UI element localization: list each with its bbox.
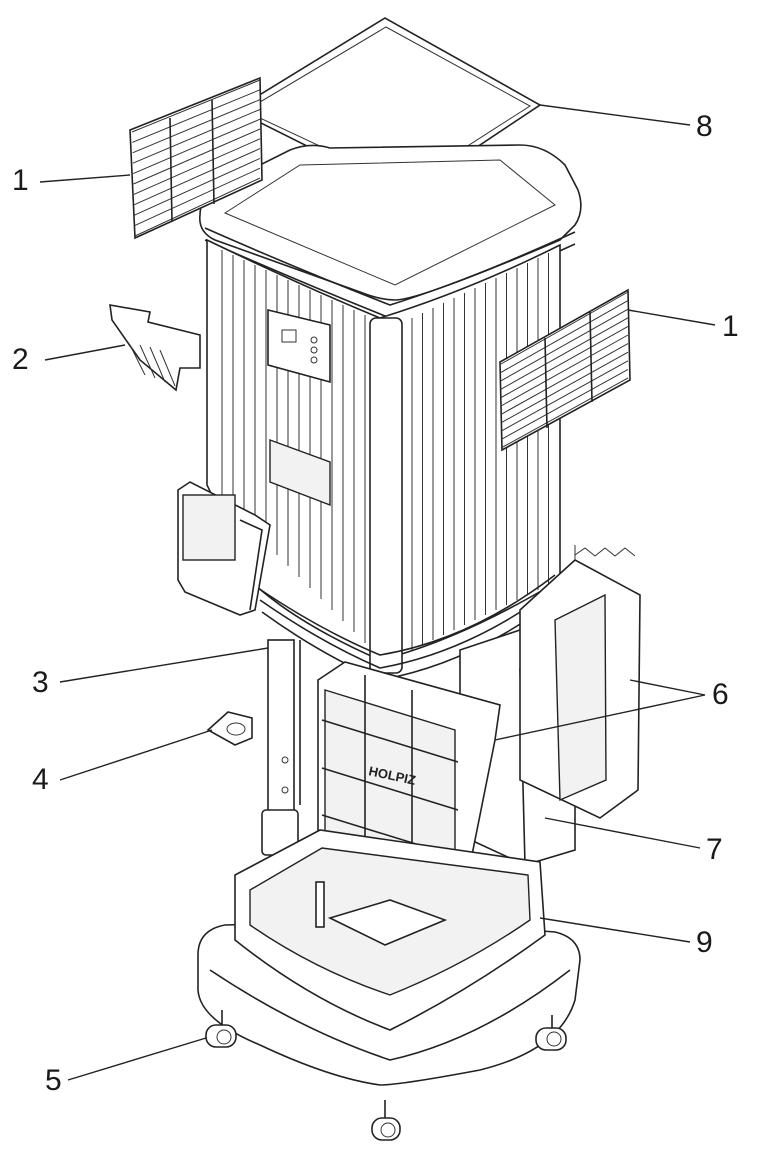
- part-louver-right: [499, 288, 631, 452]
- part-casters: [205, 1010, 567, 1141]
- callout-3: 3: [32, 666, 49, 699]
- callout-2: 2: [12, 343, 29, 376]
- caster-front: [371, 1100, 401, 1141]
- part-filter-frame-back: [519, 545, 641, 819]
- callout-4: 4: [32, 763, 49, 796]
- callout-9: 9: [696, 926, 713, 959]
- part-air-flap: [109, 304, 201, 392]
- callout-7: 7: [706, 833, 723, 866]
- callout-6: 6: [712, 678, 729, 711]
- callout-1-left: 1: [12, 164, 29, 197]
- caster-left: [205, 1010, 237, 1048]
- caster-right: [535, 1015, 567, 1051]
- callout-1-right: 1: [722, 310, 739, 343]
- part-pump-pipe: [261, 639, 301, 856]
- part-side-box: [177, 481, 271, 616]
- leader-lines: [39, 104, 716, 1081]
- callout-5: 5: [45, 1064, 62, 1097]
- part-clip: [206, 711, 253, 746]
- part-main-body: [206, 238, 561, 681]
- part-louver-left: [129, 76, 263, 240]
- part-base-tray: [197, 829, 581, 1086]
- callout-8: 8: [696, 110, 713, 143]
